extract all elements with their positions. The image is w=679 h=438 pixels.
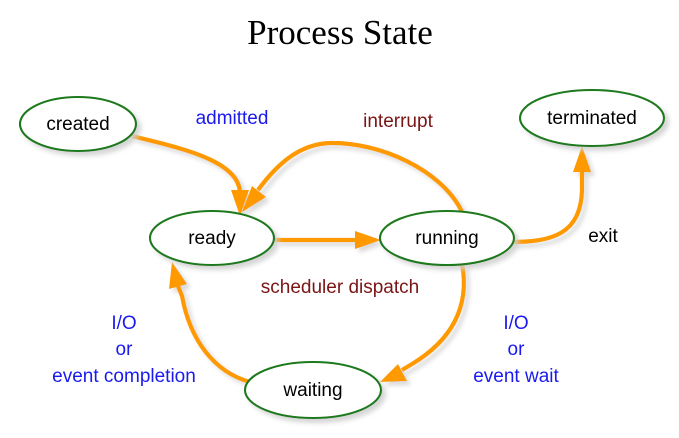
edge-label-interrupt: interrupt	[363, 111, 433, 132]
node-created-ellipse[interactable]	[18, 95, 138, 153]
page-title: Process State	[247, 13, 433, 52]
node-running-label: running	[415, 228, 478, 249]
node-waiting[interactable]: waiting	[243, 360, 383, 420]
edge-scheduler-dispatch	[275, 231, 381, 249]
edge-admitted-path	[131, 133, 243, 193]
edge-exit	[510, 146, 591, 245]
edge-event-wait-path	[400, 263, 466, 372]
node-terminated[interactable]: terminated	[518, 88, 666, 148]
node-terminated-label: terminated	[547, 108, 637, 129]
edge-label-event-completion-line1: I/O	[111, 313, 136, 334]
edge-event-completion	[169, 262, 251, 385]
edge-event-completion-arrowhead	[169, 262, 187, 289]
edge-label-event-wait-line1: I/O	[503, 313, 528, 334]
edge-event-completion-path	[176, 285, 251, 385]
edge-label-event-completion: I/O or event completion	[52, 313, 196, 387]
edge-interrupt-path	[256, 140, 464, 213]
node-running-ellipse[interactable]	[378, 209, 516, 267]
edge-exit-arrowhead	[573, 146, 591, 172]
edge-interrupt-arrowhead	[242, 186, 266, 212]
edge-label-event-completion-line3: event completion	[52, 366, 196, 387]
edge-label-admitted: admitted	[196, 108, 269, 129]
node-ready-label: ready	[188, 228, 236, 249]
node-created[interactable]: created	[18, 95, 138, 153]
edge-label-scheduler-dispatch: scheduler dispatch	[261, 277, 419, 298]
edge-scheduler-arrowhead	[355, 231, 381, 249]
edge-label-event-wait-line2: or	[508, 339, 526, 360]
node-terminated-ellipse[interactable]	[518, 88, 666, 148]
node-waiting-ellipse[interactable]	[243, 360, 383, 420]
edge-label-event-wait: I/O or event wait	[473, 313, 559, 387]
edge-interrupt	[242, 140, 464, 213]
edge-label-event-wait-line3: event wait	[473, 366, 559, 387]
edge-event-wait-arrowhead	[380, 364, 407, 382]
node-ready-ellipse[interactable]	[148, 209, 276, 267]
node-waiting-label: waiting	[282, 380, 342, 401]
node-created-label: created	[46, 114, 109, 135]
edge-exit-path	[510, 172, 585, 245]
node-running[interactable]: running	[378, 209, 516, 267]
edge-event-wait	[380, 263, 466, 382]
edge-label-event-completion-line2: or	[116, 339, 134, 360]
edge-admitted	[131, 133, 249, 216]
edge-admitted-arrowhead	[231, 190, 249, 216]
edge-label-exit: exit	[588, 226, 618, 247]
node-ready[interactable]: ready	[148, 209, 276, 267]
